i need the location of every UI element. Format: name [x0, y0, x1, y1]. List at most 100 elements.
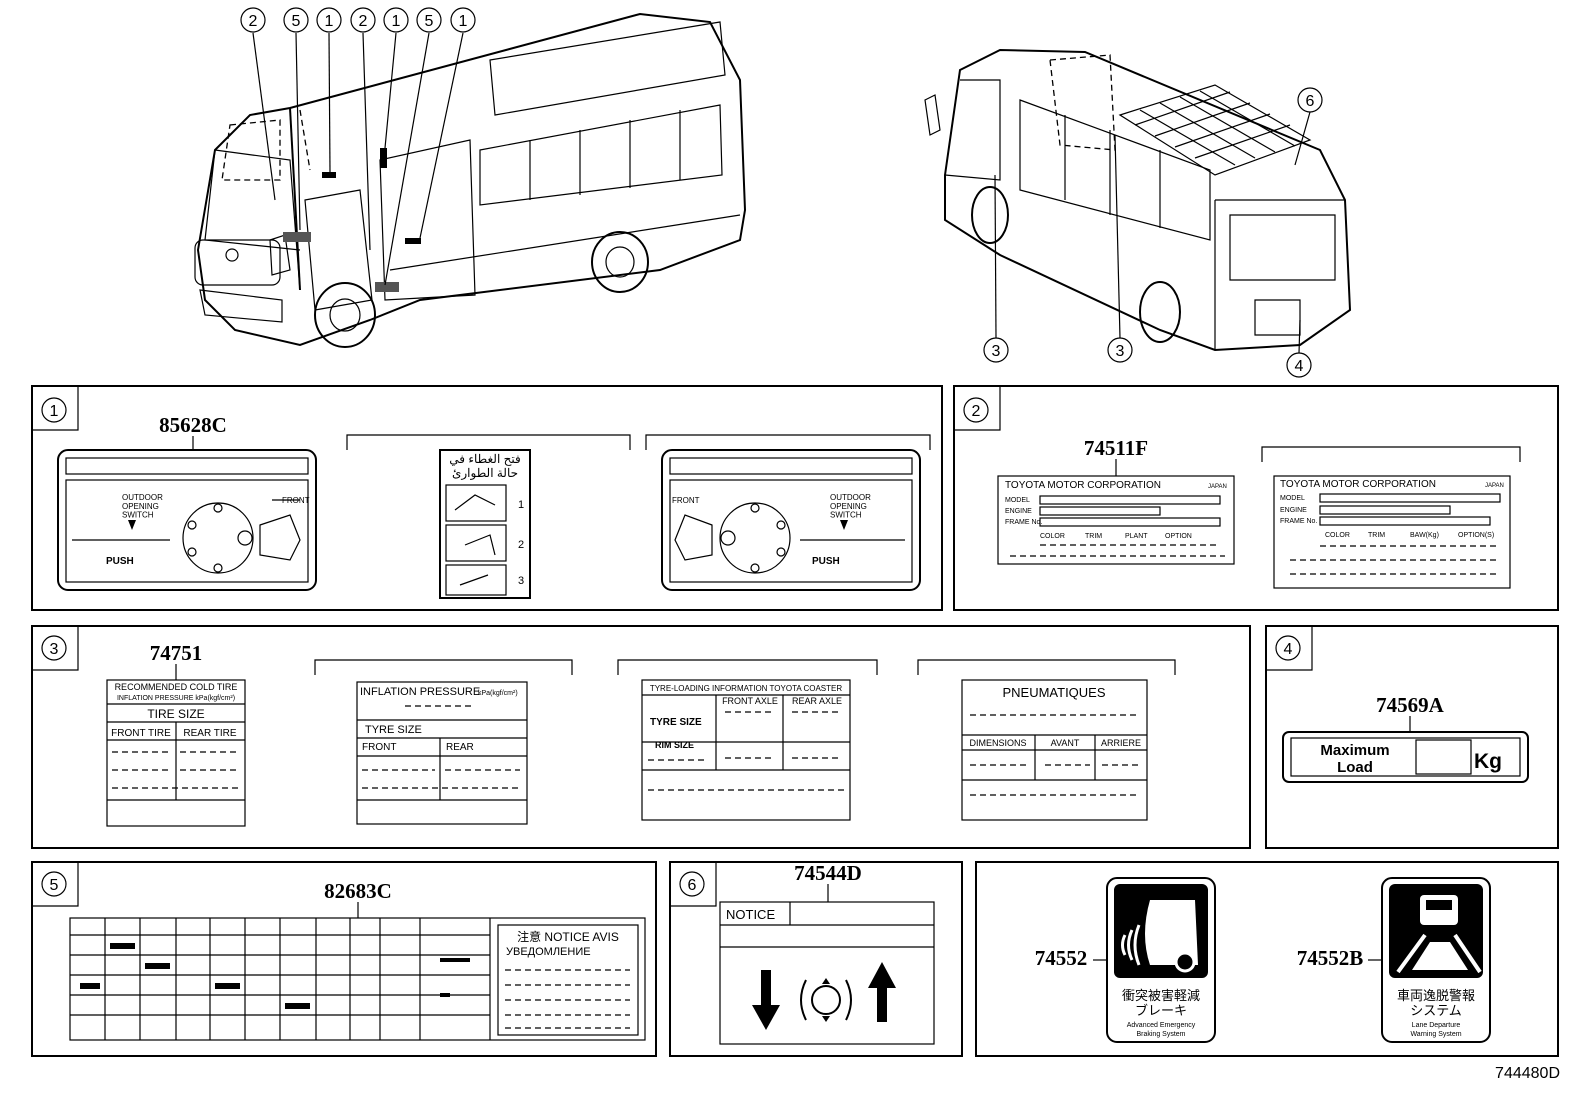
tire-pressure-label-a: RECOMMENDED COLD TIRE INFLATION PRESSURE…	[106, 679, 246, 827]
steering-wheel-icon	[800, 978, 852, 1022]
callout-circle: 5	[416, 7, 442, 33]
steering-notice-label: NOTICE	[719, 901, 935, 1045]
pneumatiques-label: PNEUMATIQUES DIMENSIONS AVANT ARRIERE	[961, 679, 1148, 821]
notice-title: 注意 NOTICE AVIS	[517, 929, 619, 944]
tyre-loading-information-label: TYRE-LOADING INFORMATION TOYOTA COASTER …	[641, 679, 851, 821]
tire-size-header: TIRE SIZE	[147, 707, 204, 721]
part-number: 74511F	[1084, 436, 1148, 460]
avant-header: AVANT	[1051, 738, 1080, 748]
jp-line-1: 車両逸脱警報	[1397, 988, 1475, 1003]
callout-number: 1	[392, 13, 401, 30]
notice-title: NOTICE	[726, 907, 775, 922]
part-number: 85628C	[159, 413, 227, 437]
code-label: OPTION	[1165, 533, 1192, 540]
arrow-up-icon	[868, 962, 896, 1022]
callout-circle: 6	[1297, 87, 1323, 113]
tire-pressure-label-b: INFLATION PRESSURE kPa(kgf/cm²) TYRE SIZ…	[356, 681, 528, 825]
callout-number: 3	[992, 343, 1001, 360]
callout-number: 2	[249, 13, 258, 30]
rear-axle-header: REAR AXLE	[792, 696, 842, 706]
code-label: COLOR	[1325, 532, 1350, 539]
callout-number: 5	[292, 13, 301, 30]
rear-header: REAR	[446, 742, 474, 753]
en-line-2: Warning System	[1410, 1031, 1461, 1038]
front-tire-header: FRONT TIRE	[111, 728, 171, 739]
jp-line-1: 衝突被害軽減	[1122, 988, 1200, 1003]
panel-number: 2	[972, 403, 981, 420]
vehicle-id-plate: TOYOTA MOTOR CORPORATION JAPAN MODEL ENG…	[997, 475, 1235, 565]
diagram-number: 744480D	[1495, 1065, 1560, 1082]
arabic-title-2: حالة الطوارئ	[452, 466, 518, 480]
arrow-down-icon	[752, 970, 780, 1030]
panel-4: 4 74569A Maximum Load Kg	[1265, 625, 1559, 849]
callout-circle: 1	[450, 7, 476, 33]
callout-number: 4	[1295, 358, 1304, 375]
part-number: 74544D	[794, 861, 862, 885]
maker-name: TOYOTA MOTOR CORPORATION	[1280, 479, 1436, 490]
callout-number: 6	[1306, 93, 1315, 110]
callout-circle: 3	[1107, 337, 1133, 363]
panel-2: 2 74511F TOYOTA MOTOR CORPORATION JAPAN …	[953, 385, 1559, 611]
step-number: 1	[518, 499, 524, 511]
callout-circle: 1	[316, 7, 342, 33]
label-title: TYRE-LOADING INFORMATION TOYOTA COASTER	[650, 684, 843, 693]
front-axle-header: FRONT AXLE	[722, 696, 778, 706]
maximum-load-label: Maximum Load Kg	[1282, 731, 1529, 783]
callout-number: 5	[425, 13, 434, 30]
panel-6: 6 74544D NOTICE	[669, 861, 963, 1057]
maker-name: TOYOTA MOTOR CORPORATION	[1005, 480, 1161, 491]
panel-number: 5	[50, 877, 59, 894]
arabic-title-1: فتح الغطاء في	[449, 452, 520, 466]
front-label: FRONT	[672, 496, 700, 505]
dimensions-header: DIMENSIONS	[969, 738, 1026, 748]
tyre-size-header: TYRE SIZE	[365, 724, 422, 736]
tyre-size-header: TYRE SIZE	[650, 717, 702, 728]
lane-lines-icon	[1396, 933, 1482, 974]
callout-circle: 2	[240, 7, 266, 33]
rear-tire-header: REAR TIRE	[183, 728, 236, 739]
code-label: OPTION(S)	[1458, 532, 1494, 539]
vehicle-id-plate-alt: TOYOTA MOTOR CORPORATION JAPAN MODEL ENG…	[1273, 475, 1511, 589]
panel-5: 5 82683C 注意 NOTICE AVIS УВЕДОМЛЕНИЕ	[31, 861, 657, 1057]
front-label: FRONT	[282, 496, 310, 505]
callout-number: 1	[459, 13, 468, 30]
label-line-1: Maximum	[1320, 742, 1389, 759]
emergency-opening-instruction-label: فتح الغطاء في حالة الطوارئ 1 2 3	[439, 449, 531, 599]
panel-number: 3	[50, 641, 59, 658]
callout-circle: 4	[1286, 352, 1312, 378]
row-label: MODEL	[1280, 495, 1305, 502]
row-label: ENGINE	[1280, 507, 1307, 514]
vehicle-front-icon	[1145, 900, 1198, 965]
bus-rear-right-view: 6 3 3 4	[924, 48, 1352, 378]
country: JAPAN	[1208, 484, 1227, 490]
callout-number: 1	[325, 13, 334, 30]
callout-number: 3	[1116, 343, 1125, 360]
label-line-2: Load	[1337, 759, 1373, 776]
en-line-1: Lane Departure	[1412, 1022, 1461, 1029]
notice-title-ru: УВЕДОМЛЕНИЕ	[506, 946, 591, 958]
callout-number: 2	[359, 13, 368, 30]
arriere-header: ARRIERE	[1101, 738, 1141, 748]
row-label: FRAME No.	[1280, 518, 1317, 525]
fuse-box-label: 注意 NOTICE AVIS УВЕДОМЛЕНИЕ	[69, 917, 646, 1041]
label-title: RECOMMENDED COLD TIRE	[115, 682, 238, 692]
code-label: TRIM	[1368, 532, 1385, 539]
panel-3: 3 74751 RECOMMENDED COLD TIRE INFLATION …	[31, 625, 1251, 849]
sensor-waves-icon	[1121, 924, 1141, 966]
code-label: TRIM	[1085, 533, 1102, 540]
step-number: 3	[518, 575, 524, 587]
en-line-1: Advanced Emergency	[1127, 1022, 1196, 1029]
code-label: BAW(Kg)	[1410, 532, 1439, 539]
label-title: PNEUMATIQUES	[1002, 685, 1105, 700]
panel-number: 4	[1284, 641, 1293, 658]
code-label: COLOR	[1040, 533, 1065, 540]
country: JAPAN	[1485, 483, 1504, 489]
panel-number: 6	[688, 877, 697, 894]
push-label: PUSH	[812, 556, 840, 567]
panel-7: 74552 74552B 衝突被害軽減 ブレーキ Advanced Emerge…	[975, 861, 1559, 1057]
